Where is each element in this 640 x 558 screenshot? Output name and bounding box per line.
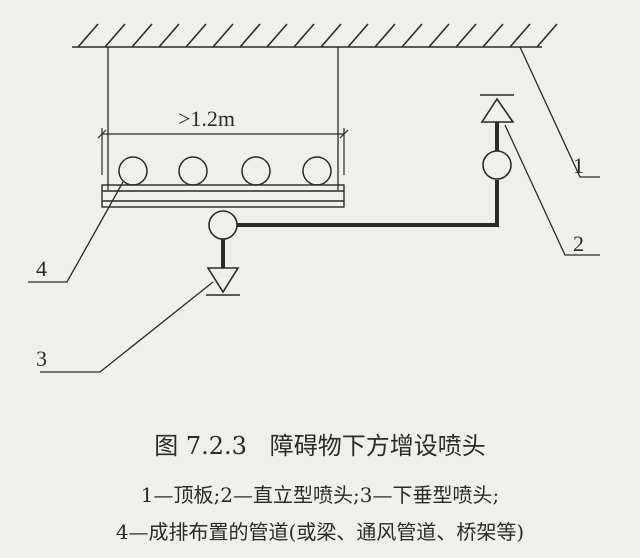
hatch-mark	[185, 23, 207, 48]
tray	[101, 184, 345, 208]
hatch-mark	[482, 23, 504, 48]
hatch-mark	[320, 23, 342, 48]
dimension-line	[97, 128, 349, 175]
hatch-mark	[293, 23, 315, 48]
hatch-mark	[212, 23, 234, 48]
upright-sprinkler-icon	[480, 94, 515, 123]
callout-3: 3	[36, 346, 47, 371]
hatch-mark	[401, 23, 423, 48]
hatch-mark	[158, 23, 180, 48]
hatch-mark	[104, 23, 126, 48]
hatch-mark	[266, 23, 288, 48]
hatch-mark	[509, 23, 531, 48]
hatch-mark	[131, 23, 153, 48]
hatch-mark	[536, 23, 558, 48]
legend-line-1: 1—顶板;2—直立型喷头;3—下垂型喷头;	[140, 483, 500, 507]
hatch-mark	[455, 23, 477, 48]
figure-title: 图 7.2.3 障碍物下方增设喷头	[154, 432, 486, 460]
ceiling-slab	[72, 23, 558, 48]
hatch-mark	[239, 23, 261, 48]
hangers	[107, 47, 339, 190]
dimension-label: >1.2m	[178, 106, 236, 131]
callout-4: 4	[36, 256, 47, 281]
pipes-row	[118, 156, 332, 186]
sprinkler-pipe	[208, 122, 512, 268]
pendent-sprinkler-icon	[206, 267, 240, 296]
hatch-mark	[428, 23, 450, 48]
hatch-mark	[347, 23, 369, 48]
legend-line-2: 4—成排布置的管道(或梁、通风管道、桥架等)	[115, 520, 525, 544]
callout-2: 2	[573, 231, 584, 256]
hatch-mark	[374, 23, 396, 48]
callout-1: 1	[573, 153, 584, 178]
leader-lines	[28, 46, 600, 373]
hatch-mark	[77, 23, 99, 48]
